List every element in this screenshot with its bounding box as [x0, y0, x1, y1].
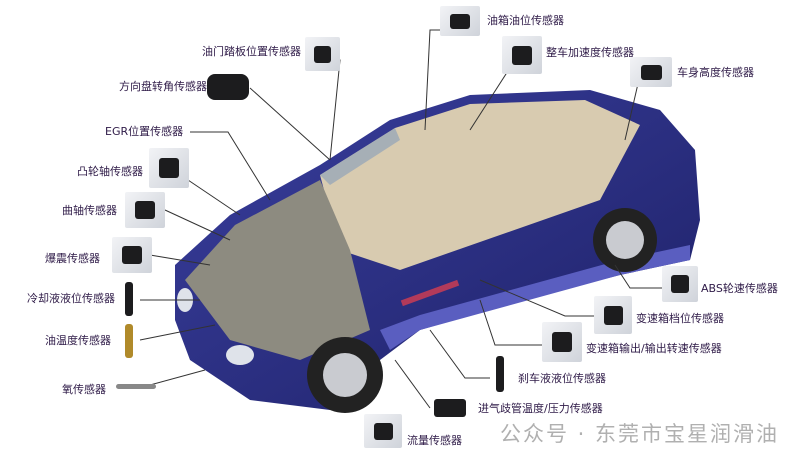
label-oil-temp-sensor: 油温度传感器: [45, 334, 111, 347]
transmission-speed-sensor-image: [542, 322, 582, 362]
body-height-sensor-image: [630, 57, 672, 87]
oxygen-sensor-image: [116, 370, 156, 406]
fuel-level-sensor-image: [440, 6, 480, 36]
knock-sensor-image: [112, 237, 152, 273]
label-coolant-level-sensor: 冷却液液位传感器: [27, 292, 115, 305]
steering-angle-sensor-image: [207, 74, 249, 106]
engine-bay: [185, 180, 370, 360]
crankshaft-sensor-image: [125, 192, 165, 228]
oil-temp-sensor-image: [118, 324, 140, 358]
side-sill: [380, 245, 690, 350]
vehicle-accel-sensor-image: [502, 36, 542, 74]
camshaft-sensor-image: [149, 148, 189, 188]
label-flow-sensor: 流量传感器: [407, 434, 462, 447]
flow-sensor-image: [364, 414, 402, 448]
label-gear-position-sensor: 变速箱档位传感器: [636, 312, 724, 325]
label-camshaft-sensor: 凸轮轴传感器: [77, 165, 143, 178]
label-transmission-speed-sensor: 变速箱输出/输出转速传感器: [586, 342, 722, 355]
label-abs-wheel-speed-sensor: ABS轮速传感器: [701, 282, 778, 295]
throttle-pedal-sensor-image: [305, 37, 340, 71]
abs-wheel-speed-sensor-image: [662, 266, 698, 302]
label-knock-sensor: 爆震传感器: [45, 252, 100, 265]
label-crankshaft-sensor: 曲轴传感器: [62, 204, 117, 217]
label-brake-fluid-sensor: 刹车液液位传感器: [518, 372, 606, 385]
label-vehicle-accel-sensor: 整车加速度传感器: [546, 46, 634, 59]
intake-manifold-sensor-image: [430, 388, 470, 424]
label-egr-position-sensor: EGR位置传感器: [105, 125, 184, 138]
label-body-height-sensor: 车身高度传感器: [677, 66, 754, 79]
label-throttle-pedal-sensor: 油门踏板位置传感器: [202, 45, 301, 58]
coolant-level-sensor-image: [118, 282, 140, 316]
headlight: [226, 345, 254, 365]
label-oxygen-sensor: 氧传感器: [62, 383, 106, 396]
label-steering-angle-sensor: 方向盘转角传感器: [119, 80, 207, 93]
red-strut: [400, 279, 460, 307]
watermark: 公众号 · 东莞市宝星润滑油: [500, 422, 780, 446]
label-intake-manifold-sensor: 进气歧管温度/压力传感器: [478, 402, 603, 415]
brake-fluid-sensor-image: [490, 356, 510, 392]
car-cabin: [320, 100, 640, 270]
gear-position-sensor-image: [594, 296, 632, 334]
windshield-frame: [320, 128, 400, 185]
label-fuel-level-sensor: 油箱油位传感器: [487, 14, 564, 27]
